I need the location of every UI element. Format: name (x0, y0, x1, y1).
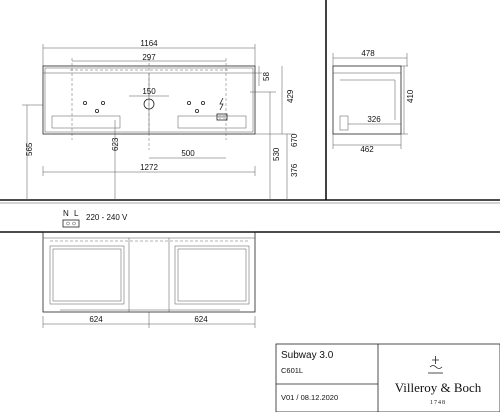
product-code: C601L (281, 366, 303, 375)
dim-height-410: 410 (406, 89, 415, 103)
socket-box (216, 113, 228, 121)
side-cabinet-outline (332, 65, 402, 135)
dim-depth-462: 462 (360, 145, 374, 154)
dim-width-1272: 1272 (140, 163, 158, 172)
voltage-label: 220 - 240 V (86, 213, 128, 222)
dim-depth-478: 478 (361, 49, 375, 58)
brand-emblem-icon (428, 356, 443, 374)
label-n: N (63, 209, 69, 218)
dim-depth-top: 58 (262, 72, 271, 81)
dim-width-right-624: 624 (194, 315, 208, 324)
electrical-note: N L 220 - 240 V (62, 209, 128, 228)
dim-height-530: 530 (272, 147, 281, 161)
dim-height-565: 565 (25, 142, 34, 156)
side-view: 478 410 326 462 (332, 49, 415, 154)
dim-width-total: 1164 (140, 39, 158, 48)
electric-symbol-icon (219, 97, 224, 111)
bottom-view: 624 624 (42, 231, 256, 328)
dim-height-670: 670 (290, 133, 299, 147)
brand-logo: Villeroy & Boch (395, 380, 482, 395)
dim-height-623: 623 (111, 137, 120, 151)
brand-year: 1748 (430, 400, 446, 406)
dim-basin-spacing: 297 (142, 53, 156, 62)
bottom-cabinet-outline (42, 231, 256, 313)
dim-drain-offset: 150 (142, 87, 156, 96)
socket-icon (62, 219, 80, 228)
version-date: V01 / 08.12.2020 (281, 393, 338, 402)
product-name: Subway 3.0 (281, 350, 334, 361)
dim-height-376: 376 (290, 163, 299, 177)
dim-width-500: 500 (181, 149, 195, 158)
dim-height-429: 429 (286, 89, 295, 103)
dim-width-left-624: 624 (89, 315, 103, 324)
title-block: Subway 3.0 C601L V01 / 08.12.2020 Viller… (275, 343, 500, 412)
label-l: L (74, 209, 79, 218)
front-view: 1164 297 150 58 429 530 670 376 565 623 … (22, 39, 299, 200)
dim-depth-326: 326 (367, 115, 381, 124)
